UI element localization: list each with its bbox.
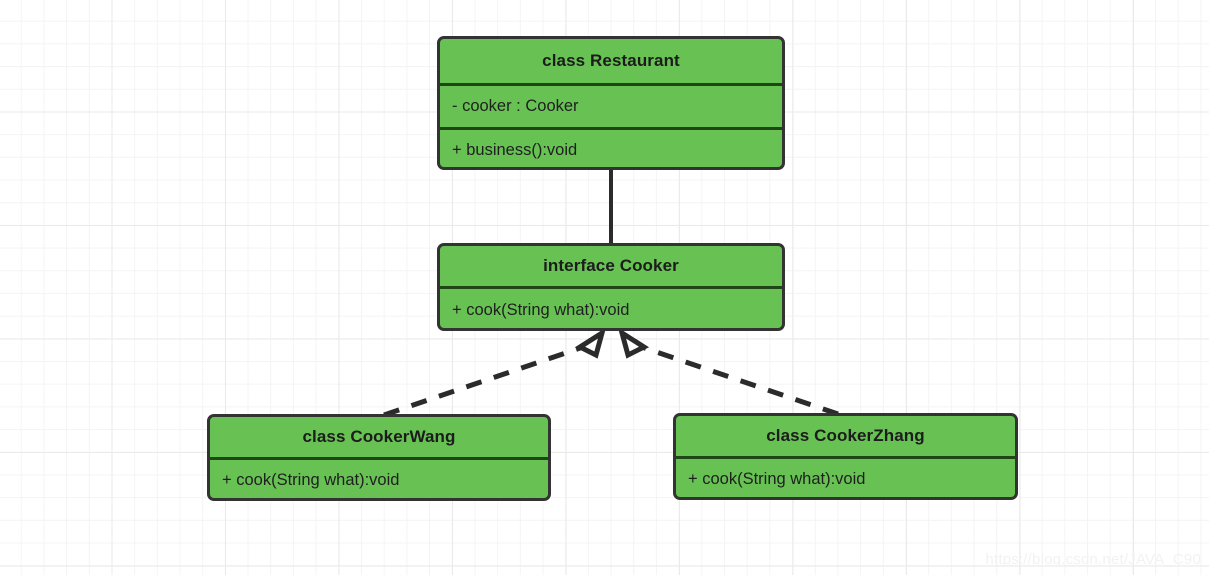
uml-node-cooker-separator-1 (440, 286, 782, 289)
uml-node-cookerzhang[interactable]: class CookerZhang + cook(String what):vo… (673, 413, 1018, 500)
uml-node-restaurant-method-0: + business():void (452, 141, 578, 159)
uml-node-restaurant[interactable]: class Restaurant - cooker : Cooker + bus… (437, 36, 785, 170)
uml-node-restaurant-title: class Restaurant (542, 51, 680, 70)
uml-node-cookerzhang-method-0: + cook(String what):void (688, 470, 866, 488)
uml-node-cookerwang-method-0: + cook(String what):void (222, 471, 400, 489)
uml-node-cookerwang[interactable]: class CookerWang + cook(String what):voi… (207, 414, 551, 501)
edge-cookerzhang-cooker (632, 341, 839, 417)
uml-node-restaurant-separator-1 (440, 83, 782, 86)
uml-node-cookerwang-separator-1 (210, 457, 548, 460)
uml-node-restaurant-separator-2 (440, 127, 782, 130)
edge-cookerwang-cooker (383, 341, 593, 418)
arrowhead-cookerwang-realization (574, 327, 607, 359)
uml-node-restaurant-attribute-0: - cooker : Cooker (452, 97, 579, 115)
uml-node-cookerzhang-separator-1 (676, 456, 1015, 459)
arrowhead-cookerzhang-realization (617, 327, 650, 359)
uml-node-cooker-method-0: + cook(String what):void (452, 300, 630, 319)
uml-node-cookerzhang-title: class CookerZhang (766, 426, 925, 445)
uml-node-cooker-title: interface Cooker (543, 256, 679, 275)
watermark-text: https://blog.csdn.net/JAVA_C90 (985, 551, 1201, 568)
uml-node-cooker[interactable]: interface Cooker + cook(String what):voi… (437, 243, 785, 331)
uml-node-cookerwang-title: class CookerWang (302, 427, 456, 446)
